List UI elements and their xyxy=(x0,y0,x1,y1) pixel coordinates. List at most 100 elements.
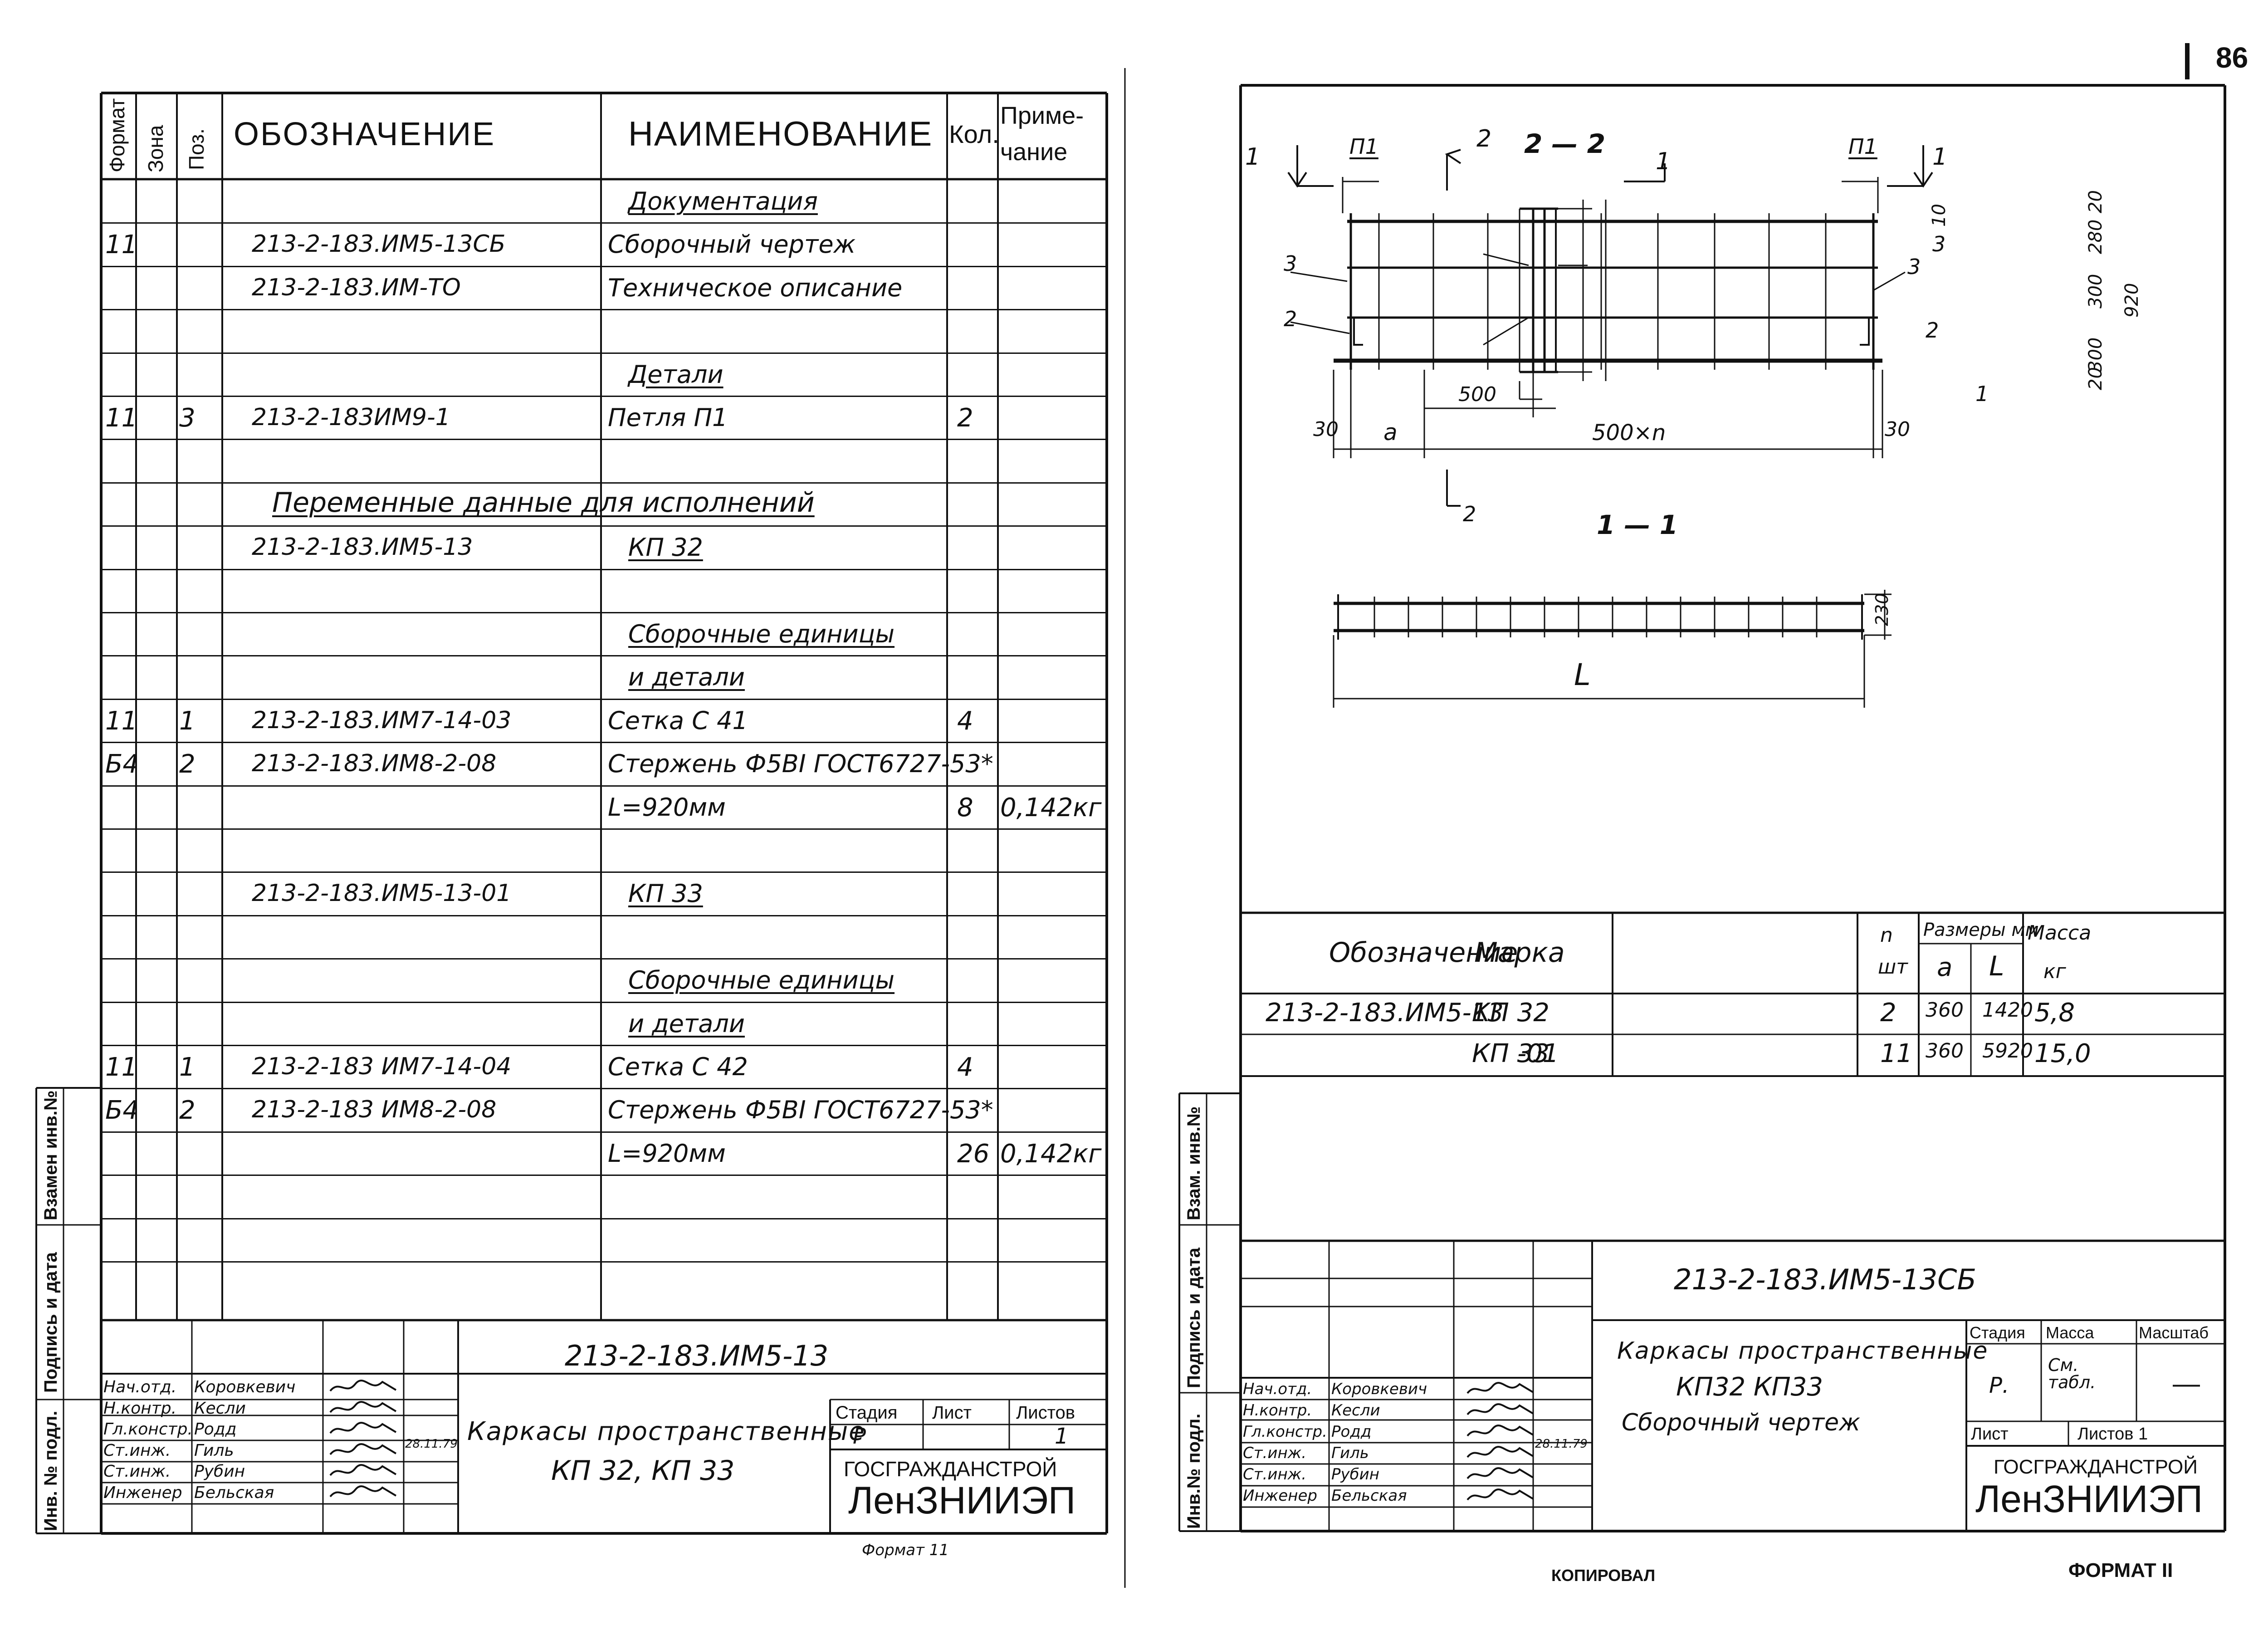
section-dim-label: 280 xyxy=(2085,219,2106,254)
plan-drawing xyxy=(1287,145,1933,507)
cell-note: 0,142кг xyxy=(1000,1139,1102,1169)
table-row-divider xyxy=(101,612,1107,613)
cell-name: Документация xyxy=(628,187,818,215)
label-pos1-section: 1 xyxy=(1975,382,1989,406)
signer-role: Ст.инж. xyxy=(1243,1465,1307,1483)
vt-h-n-unit: шт xyxy=(1878,955,1908,979)
cell-format: 11 xyxy=(105,1052,138,1082)
tb-date: 28.11.79 xyxy=(405,1437,458,1451)
vt-h-a: а xyxy=(1937,953,1953,982)
label-section-22: 2 — 2 xyxy=(1524,128,1606,159)
signature-mark xyxy=(329,1464,397,1476)
table-row-divider xyxy=(101,482,1107,484)
cell-designation: 213-2-183.ИМ5-13-01 xyxy=(252,880,512,907)
tb2-scale: — xyxy=(2173,1368,2200,1399)
cell-pos: 1 xyxy=(179,1052,196,1082)
section-dim-label: 300 xyxy=(2085,274,2106,308)
table-row-divider xyxy=(101,1131,1107,1133)
signer-role: Гл.констр. xyxy=(103,1420,193,1439)
right-sheet-frame xyxy=(1178,43,2226,1532)
cell-format: 11 xyxy=(105,706,138,736)
signer-role: Нач.отд. xyxy=(103,1378,177,1396)
cell-name: и детали xyxy=(628,1009,745,1038)
tb-designation: 213-2-183.ИМ5-13 xyxy=(565,1339,829,1372)
table-row-divider xyxy=(101,785,1107,787)
dim-230: 230 xyxy=(1872,593,1892,626)
signer-role: Ст.инж. xyxy=(103,1462,171,1481)
signer-role: Н.контр. xyxy=(103,1399,177,1418)
signature-mark xyxy=(1466,1403,1534,1415)
variant-cell-mass: 15,0 xyxy=(2034,1039,2091,1068)
label-pos3-right: 3 xyxy=(1907,255,1921,279)
cell-designation: 213-2-183.ИМ5-13СБ xyxy=(252,230,506,258)
tb2-sheet-label: Лист xyxy=(1971,1425,2009,1444)
tb2-title-line2: КП32 КП33 xyxy=(1676,1372,1823,1402)
footer-copied: КОПИРОВАЛ xyxy=(1551,1566,1656,1585)
variant-cell-mark: КП 33 xyxy=(1472,1039,1549,1068)
left-sheet-frame xyxy=(35,92,1108,1535)
label-pos3-left: 3 xyxy=(1284,251,1297,276)
signer-name: Рубин xyxy=(194,1462,245,1481)
table-row-divider xyxy=(101,655,1107,657)
section-dim-label: 920 xyxy=(2121,283,2142,318)
page-number: 86 xyxy=(2216,41,2248,74)
dim-30-right: 30 xyxy=(1885,418,1910,441)
variant-cell-L: 5920 xyxy=(1982,1039,2033,1062)
table-row-divider xyxy=(101,352,1107,354)
header-format: Формат xyxy=(105,98,129,172)
signer-role: Ст.инж. xyxy=(103,1441,171,1460)
tb-stage-label: Стадия xyxy=(836,1403,898,1423)
vt-h-mass: Масса xyxy=(2028,921,2092,945)
signer-role: Гл.констр. xyxy=(1243,1423,1327,1441)
section-11-drawing xyxy=(1333,590,1892,708)
cell-pos: 2 xyxy=(179,749,196,779)
section-22-drawing xyxy=(1483,200,1607,400)
signer-role: Инженер xyxy=(1243,1487,1317,1505)
section-dim-label: 20 xyxy=(2085,367,2106,390)
cell-pos: 2 xyxy=(179,1096,196,1126)
table-row-divider xyxy=(101,439,1107,441)
signer-name: Бельская xyxy=(194,1483,274,1502)
cell-name: Стержень Ф5ВI ГОСТ6727-53* xyxy=(608,1096,993,1125)
label-pos2-section: 2 xyxy=(1926,318,1939,343)
label-cut2-top: 2 xyxy=(1476,125,1492,152)
cell-designation: 213-2-183.ИМ5-13 xyxy=(252,534,473,561)
cell-qty: 26 xyxy=(957,1139,990,1169)
tb2-stage: Р. xyxy=(1989,1373,2009,1398)
tb2-mass: См. табл. xyxy=(2048,1355,2096,1392)
label-cut2-bottom: 2 xyxy=(1463,502,1476,526)
variant-cell-a: 360 xyxy=(1926,1039,1964,1062)
table-row-divider xyxy=(101,525,1107,527)
table-row-divider xyxy=(101,915,1107,916)
table-row-divider xyxy=(101,1218,1107,1219)
signer-name: Коровкевич xyxy=(194,1378,296,1396)
cell-qty: 2 xyxy=(957,403,973,433)
table-row-divider xyxy=(101,742,1107,744)
tb2-designation: 213-2-183.ИМ5-13СБ xyxy=(1674,1263,1976,1296)
cell-name: Техническое описание xyxy=(608,273,903,302)
cell-name: Сборочный чертеж xyxy=(608,230,856,259)
dim-a: а xyxy=(1383,419,1398,445)
table-row-divider xyxy=(101,871,1107,873)
vt-h-designation: Обозначение xyxy=(1329,937,1518,969)
signer-name: Родд xyxy=(1331,1423,1372,1441)
cell-pos: 1 xyxy=(179,706,196,736)
signer-role: Нач.отд. xyxy=(1243,1380,1312,1398)
signer-name: Кесли xyxy=(1331,1401,1380,1420)
label-p1-left: П1 xyxy=(1349,134,1378,159)
tb2-stage-label: Стадия xyxy=(1970,1323,2025,1342)
signer-name: Коровкевич xyxy=(1331,1380,1427,1398)
side-inv-orig: Инв. № подл. xyxy=(41,1410,61,1531)
variant-cell-n: 11 xyxy=(1880,1039,1913,1068)
variant-cell-mark: КП 32 xyxy=(1472,998,1549,1028)
cell-name: Сетка С 41 xyxy=(608,706,748,735)
signer-name: Бельская xyxy=(1331,1487,1407,1505)
signature-mark xyxy=(1466,1382,1534,1394)
variant-cell-designation: 213-2-183.ИМ5-13 xyxy=(1266,998,1504,1028)
signer-name: Кесли xyxy=(194,1399,246,1418)
table-row-divider xyxy=(101,1045,1107,1046)
side-sign-date-right: Подпись и дата xyxy=(1184,1248,1204,1388)
header-name: НАИМЕНОВАНИЕ xyxy=(628,115,933,153)
table-row-divider xyxy=(101,1175,1107,1176)
table-row-divider xyxy=(101,828,1107,830)
